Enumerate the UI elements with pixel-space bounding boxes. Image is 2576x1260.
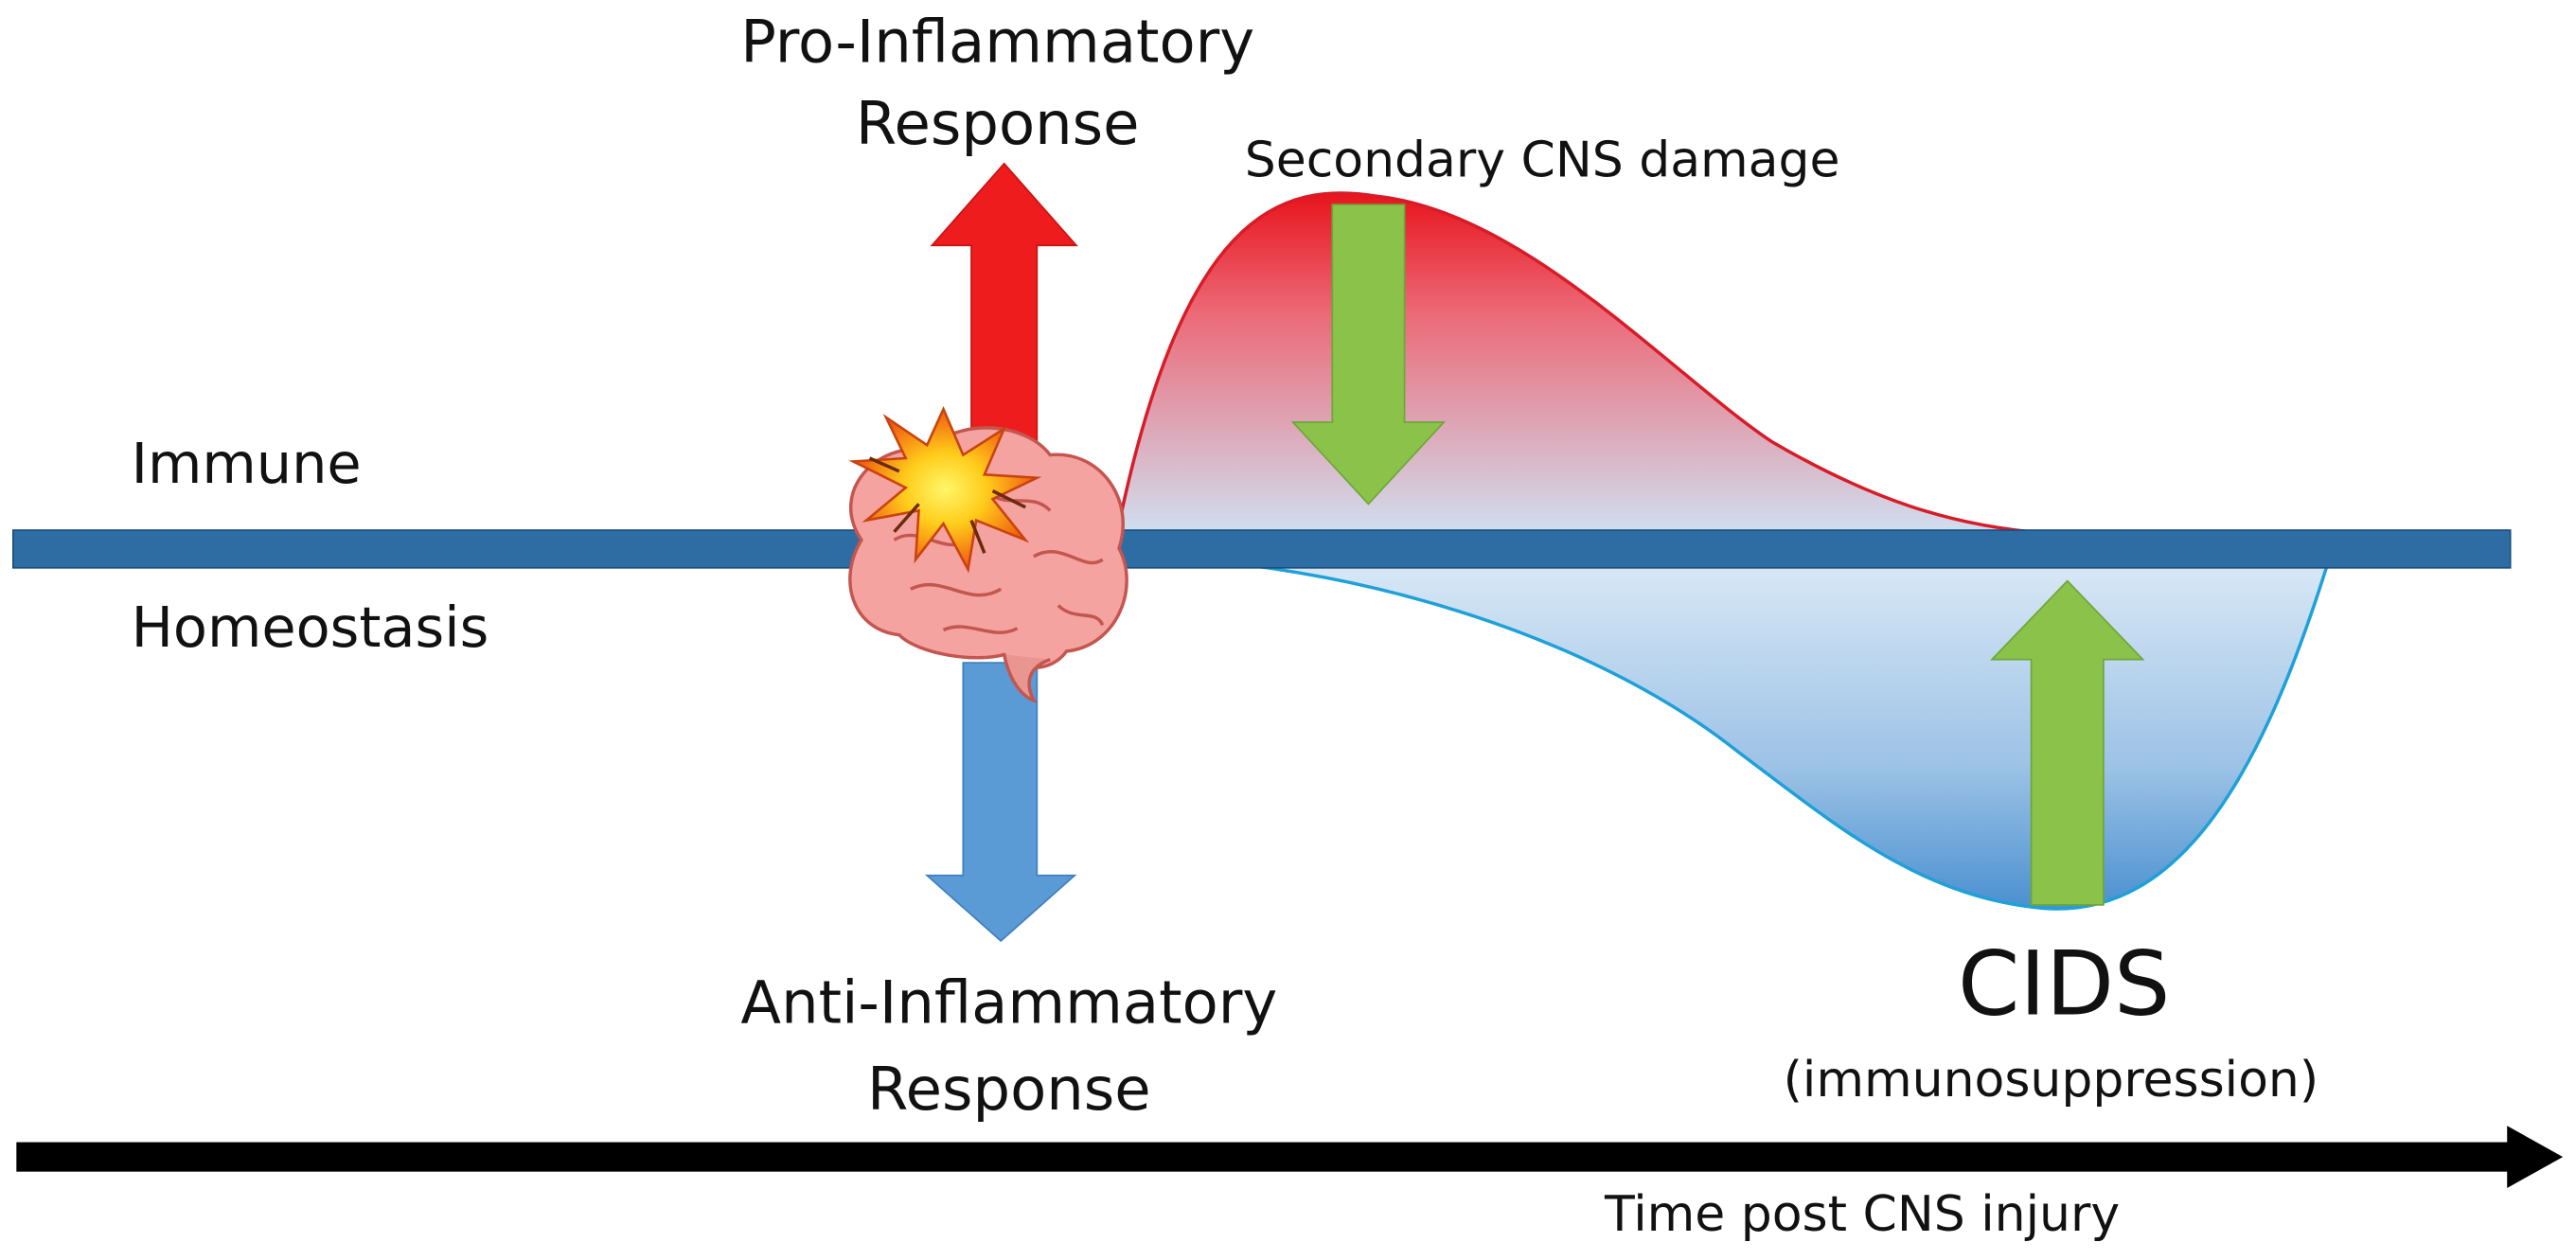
time-axis-label: Time post CNS injury xyxy=(1604,1186,2120,1243)
secondary-damage-label: Secondary CNS damage xyxy=(1245,133,1840,189)
anti-inflammatory-curve xyxy=(1115,554,2333,911)
cids-label: CIDS xyxy=(1958,933,2170,1037)
pro-inflammatory-curve xyxy=(1113,191,2053,542)
pro-inflammatory-label-line1: Pro-Inflammatory xyxy=(740,8,1254,77)
pro-inflammatory-label-line2: Response xyxy=(856,89,1140,158)
anti-inflammatory-label-line2: Response xyxy=(867,1055,1151,1124)
time-axis xyxy=(16,1126,2564,1188)
homeostasis-baseline xyxy=(11,529,2512,569)
anti-inflammatory-label-line1: Anti-Inflammatory xyxy=(740,967,1277,1037)
immune-label: Immune xyxy=(132,431,362,496)
homeostasis-label: Homeostasis xyxy=(132,595,489,660)
pro-inflammatory-arrow xyxy=(930,162,1078,476)
cids-recovery-arrow xyxy=(1989,579,2145,906)
cids-sublabel: (immunosuppression) xyxy=(1784,1052,2318,1109)
secondary-damage-arrow xyxy=(1290,204,1447,506)
injury-burst-icon xyxy=(848,405,1042,574)
anti-inflammatory-arrow xyxy=(924,662,1077,943)
